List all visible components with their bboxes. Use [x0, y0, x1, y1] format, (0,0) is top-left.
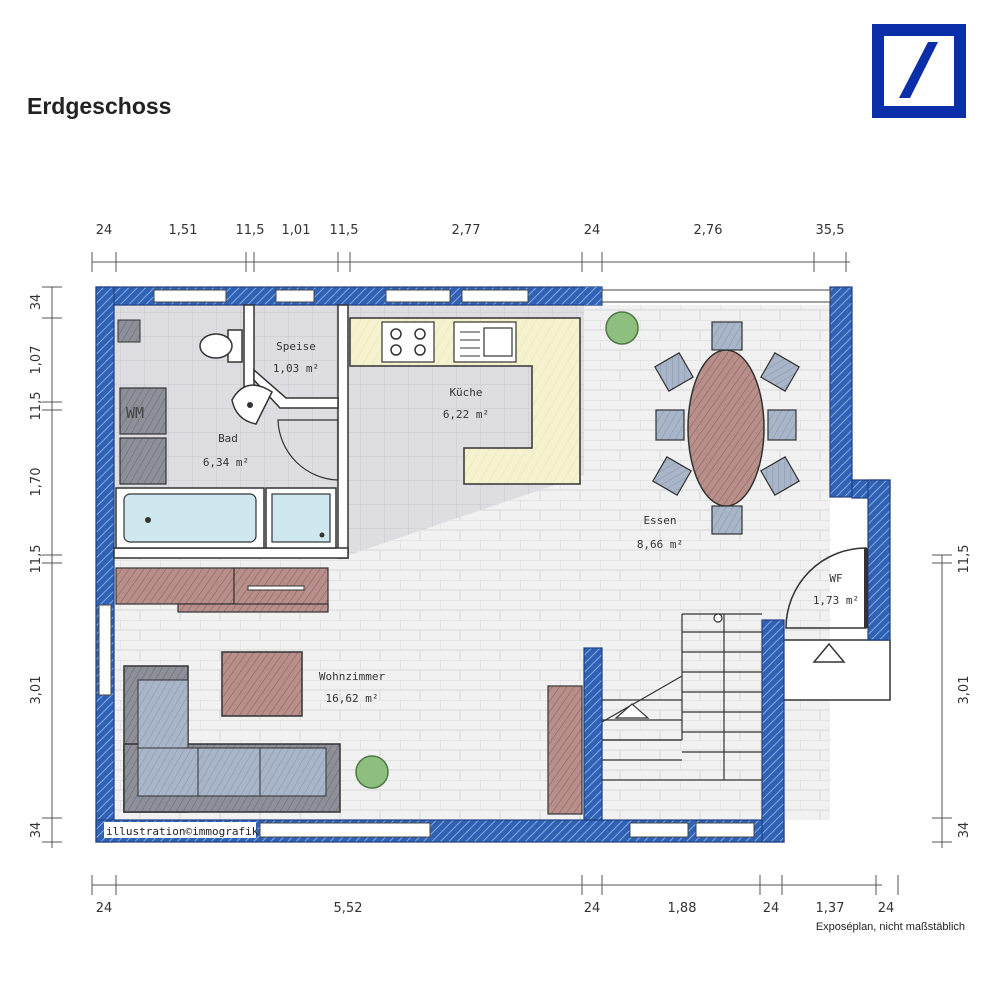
kitchen-counter: [349, 317, 581, 485]
sofa: [123, 665, 341, 813]
bathtub-icon: [115, 487, 265, 549]
room-area-wf: 1,73 m²: [813, 594, 859, 607]
windows: [98, 289, 831, 838]
dimension-label: 1,01: [282, 223, 311, 238]
page-title: Erdgeschoss: [27, 93, 172, 119]
sideboard: [115, 567, 329, 613]
room-label-speise: Speise: [276, 340, 316, 353]
dimension-label: 24: [96, 223, 113, 238]
plant-icon: [355, 311, 639, 789]
staircase: [601, 613, 762, 781]
dimension-label: 24: [878, 901, 895, 916]
dining-table: [652, 321, 800, 535]
dimension-label: 24: [584, 223, 601, 238]
dimension-label: 24: [763, 901, 780, 916]
entrance-arrow-icon: [812, 642, 846, 663]
interior-walls: [113, 304, 349, 559]
dimension-label: 1,37: [816, 901, 845, 916]
dining-chairs: [652, 321, 800, 535]
washing-machine: WM: [119, 387, 167, 435]
dimension-label: 3,01: [29, 676, 44, 705]
deutsche-bank-logo-icon: [872, 24, 966, 118]
dimension-label: 1,51: [169, 223, 198, 238]
dimension-label: 3,01: [957, 676, 972, 705]
cabinet: [547, 685, 583, 815]
dimension-label: 1,07: [29, 346, 44, 375]
dimension-label: 11,5: [29, 392, 44, 421]
toilet-icon: [199, 329, 243, 363]
dimension-label: 1,88: [668, 901, 697, 916]
dimension-label: 2,77: [452, 223, 481, 238]
wf-door-swing: [785, 547, 867, 629]
sink-icon: [231, 384, 273, 425]
room-label-wohnzimmer: Wohnzimmer: [319, 670, 386, 683]
dimension-label: 11,5: [957, 545, 972, 574]
stove-icon: [381, 321, 435, 363]
room-area-bad: 6,34 m²: [203, 456, 249, 469]
dimension-label: 34: [957, 822, 972, 839]
washing-machine-label: WM: [126, 404, 144, 422]
dimension-label: 2,76: [694, 223, 723, 238]
dimension-label: 34: [29, 822, 44, 839]
room-label-kueche: Küche: [449, 386, 482, 399]
disclaimer-note: Exposéplan, nicht maßstäblich: [815, 921, 965, 933]
illustration-credit: illustration©immografik: [106, 825, 259, 838]
dimension-label: 11,5: [330, 223, 359, 238]
dimension-label: 35,5: [816, 223, 845, 238]
room-label-wf: WF: [829, 572, 842, 585]
dimension-label: 11,5: [236, 223, 265, 238]
room-area-speise: 1,03 m²: [273, 362, 319, 375]
dimension-label: 24: [96, 901, 113, 916]
bad-door-swing: [277, 419, 339, 481]
room-area-essen: 8,66 m²: [637, 538, 683, 551]
dimension-label: 1,70: [29, 468, 44, 497]
room-area-kueche: 6,22 m²: [443, 408, 489, 421]
dimension-label: 5,52: [334, 901, 363, 916]
dimension-lines: [42, 252, 952, 895]
room-area-wohnzimmer: 16,62 m²: [326, 692, 379, 705]
dimension-label: 11,5: [29, 545, 44, 574]
dimension-label: 24: [584, 901, 601, 916]
dryer: [119, 437, 167, 485]
room-label-bad: Bad: [218, 432, 238, 445]
dimension-label: 34: [29, 294, 44, 311]
coffee-table: [221, 651, 303, 717]
room-label-essen: Essen: [643, 514, 676, 527]
shower-icon: [265, 487, 337, 549]
